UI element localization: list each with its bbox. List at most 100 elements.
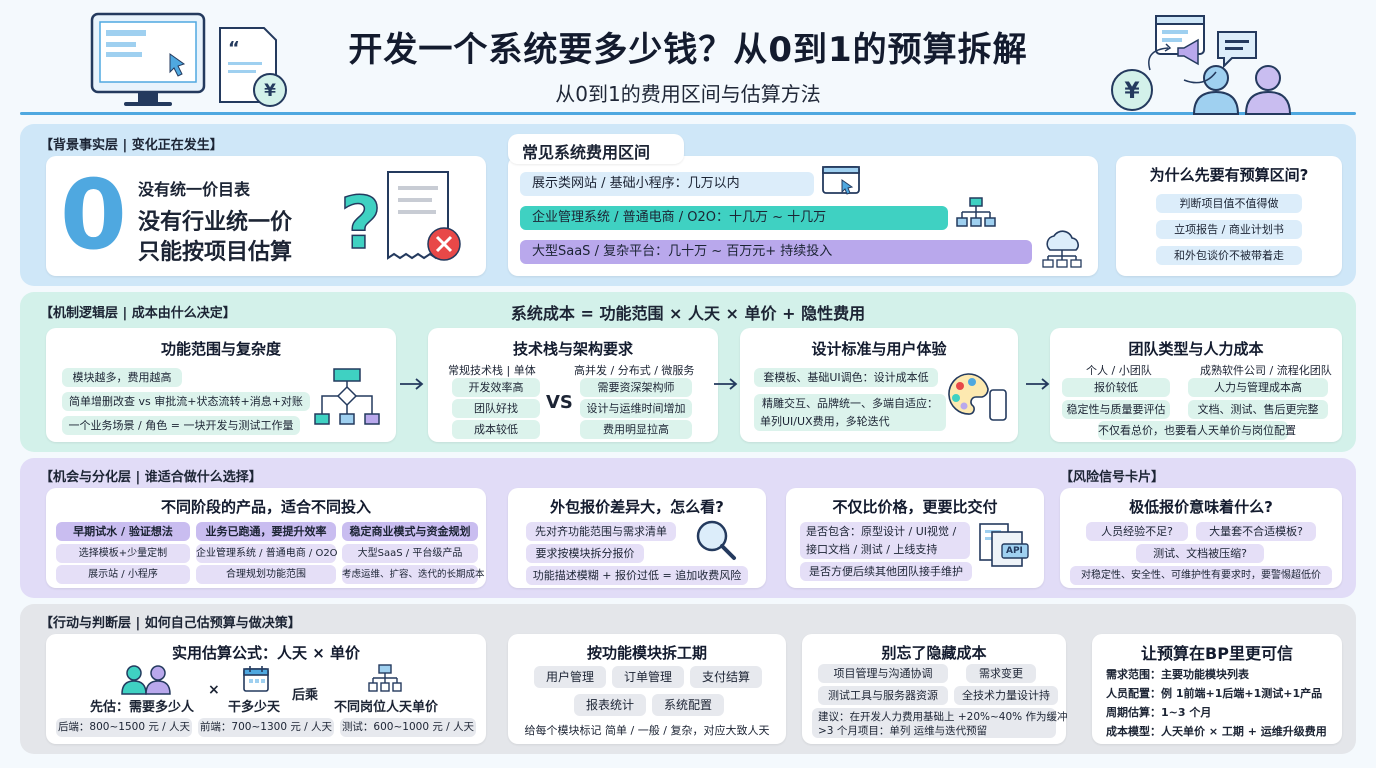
- big-zero: 0: [60, 159, 127, 271]
- hidden-item-0: 项目管理与沟通协调: [818, 664, 948, 683]
- module-order: 订单管理: [612, 666, 684, 688]
- why-budget-title: 为什么先要有预算区间?: [1149, 166, 1309, 184]
- outsource-item-0: 先对齐功能范围与需求清单: [526, 522, 676, 541]
- palette-icon: [948, 373, 1007, 421]
- design-title: 设计标准与用户体验: [811, 340, 947, 358]
- scope-item-1: 简单增删改查 vs 审批流+状态流转+消息+对账: [62, 392, 310, 411]
- stage-card: 不同阶段的产品，适合不同投入 早期试水 / 验证想法 业务已跑通，要提升效率 稳…: [46, 488, 486, 588]
- bp-line-model: 成本模型：人天单价 × 工期 + 运维升级费用: [1106, 725, 1327, 738]
- outsource-item-1: 要求按模块拆分报价: [526, 544, 644, 563]
- vs-label: VS: [546, 392, 573, 413]
- module-title: 按功能模块拆工期: [586, 644, 707, 662]
- tech-left-0: 开发效率高: [452, 378, 540, 397]
- why-item-0: 判断项目值不值得做: [1156, 194, 1302, 213]
- hidden-item-1: 需求变更: [966, 664, 1036, 683]
- tech-left-1: 团队好找: [452, 399, 540, 418]
- stage-r3-0: 展示站 / 小程序: [56, 565, 190, 584]
- bp-budget-card: 让预算在BP里更可信 需求范围：主要功能模块列表 人员配置：例 1前端+1后端+…: [1092, 634, 1342, 744]
- cost-range-title-tab: 常见系统费用区间: [508, 134, 684, 164]
- megaphone-icon: [1177, 38, 1199, 66]
- low-price-title: 极低报价意味着什么?: [1129, 498, 1273, 516]
- tech-right-1: 设计与运维时间增加: [580, 399, 692, 418]
- team-right-head: 成熟软件公司 / 流程化团队: [1200, 364, 1332, 377]
- team-people-icon: [1192, 65, 1292, 115]
- why-item-1: 立项报告 / 商业计划书: [1156, 220, 1302, 239]
- risk-foot: 对稳定性、安全性、可维护性有要求时，要警惕超低价: [1070, 566, 1332, 585]
- org-chart-icon: [956, 197, 996, 227]
- module-config: 系统配置: [652, 694, 724, 716]
- low-price-risk-card: 极低报价意味着什么? 人员经验不足? 大量套不合适模板? 测试、文档被压缩? 对…: [1060, 488, 1342, 588]
- scope-title: 功能范围与复杂度: [160, 340, 281, 358]
- range-basic: 展示类网站 / 基础小程序：几万以内: [520, 172, 814, 196]
- stage-r2-1: 企业管理系统 / 普通电商 / O2O: [196, 544, 338, 563]
- outsource-item-2: 功能描述模糊 + 报价过低 = 追加收费风险: [526, 566, 748, 585]
- design-card: 设计标准与用户体验 套模板、基础UI调色：设计成本低 精雕交互、品牌统一、多端自…: [740, 328, 1018, 442]
- page-title: 开发一个系统要多少钱？从0到1的预算拆解: [348, 30, 1028, 70]
- range-saas: 大型SaaS / 复杂平台：几十万 ~ 百万元+ 持续投入: [520, 240, 1032, 264]
- bp-title: 让预算在BP里更可信: [1141, 644, 1293, 663]
- calendar-icon: [243, 666, 269, 692]
- cloud-network-icon: [1042, 230, 1082, 268]
- stage-r3-2: 考虑运维、扩容、迭代的长期成本: [342, 565, 485, 584]
- stage-head-1: 业务已跑通，要提升效率: [196, 522, 336, 541]
- outsource-quote-card: 外包报价差异大，怎么看? 先对齐功能范围与需求清单 要求按模块拆分报价 功能描述…: [508, 488, 766, 588]
- estimate-people: 先估：需要多少人: [90, 700, 195, 715]
- module-report: 报表统计: [574, 694, 646, 716]
- team-left-head: 个人 / 小团队: [1086, 364, 1152, 377]
- risk-item-1: 大量套不合适模板?: [1196, 522, 1316, 541]
- multiply-sign: ×: [208, 682, 220, 698]
- design-item-2: 单列UI/UX费用，多轮迭代: [754, 412, 946, 431]
- delivery-card: 不仅比价格，更要比交付 是否包含：原型设计 / UI视觉 / 接口文档 / 测试…: [786, 488, 1044, 588]
- layer-tag-opportunity: 【机会与分化层 | 谁适合做什么选择】: [40, 470, 262, 485]
- svg-text:“: “: [228, 38, 240, 59]
- outsource-title: 外包报价差异大，怎么看?: [550, 498, 724, 516]
- layer-tag-background: 【背景事实层 | 变化正在发生】: [40, 138, 223, 153]
- team-left-1: 稳定性与质量要评估: [1062, 400, 1170, 419]
- stage-r3-1: 合理规划功能范围: [196, 565, 336, 584]
- tech-right-0: 需要资深架构师: [580, 378, 692, 397]
- hidden-foot-2: >3 个月项目：单列 运维与迭代预留: [818, 725, 988, 737]
- rate-frontend: 前端：700~1300 元 / 人天: [198, 718, 334, 737]
- flow-arrows-icon: [1148, 43, 1217, 84]
- role-unit-price: 不同岗位人天单价: [334, 700, 439, 715]
- hidden-cost-title: 别忘了隐藏成本: [881, 644, 987, 662]
- layer-tag-action: 【行动与判断层 | 如何自己估预算与做决策】: [40, 616, 301, 631]
- tech-right-head: 高并发 / 分布式 / 微服务: [574, 364, 695, 377]
- rate-backend: 后端：800~1500 元 / 人天: [56, 718, 192, 737]
- risk-item-2: 测试、文档被压缩?: [1136, 544, 1264, 563]
- team-title: 团队类型与人力成本: [1128, 340, 1264, 358]
- computer-icon: [90, 12, 206, 106]
- hidden-item-2: 测试工具与服务器资源: [818, 686, 948, 705]
- yen-coin-icon: ¥: [253, 73, 287, 107]
- then-multiply: 后乘: [292, 688, 319, 703]
- team-left-0: 报价较低: [1062, 378, 1170, 397]
- flowchart-icon: [314, 368, 380, 425]
- svg-text:¥: ¥: [1124, 79, 1140, 104]
- yen-coin-icon-right: ¥: [1111, 69, 1153, 111]
- no-price-list-text: 没有统一价目表: [138, 180, 251, 199]
- bp-line-period: 周期估算：1~3 个月: [1106, 706, 1212, 719]
- bp-line-staff: 人员配置：例 1前端+1后端+1测试+1产品: [1106, 687, 1323, 700]
- delivery-item-0: 是否包含：原型设计 / UI视觉 /: [800, 522, 970, 541]
- risk-item-0: 人员经验不足?: [1086, 522, 1188, 541]
- team-foot: 不仅看总价，也要看人天单价与岗位配置: [1098, 421, 1296, 440]
- page-subtitle: 从0到1的费用区间与估算方法: [555, 82, 821, 106]
- module-foot: 给每个模块标记 简单 / 一般 / 复杂，对应大致人天: [524, 724, 770, 737]
- tech-right-2: 费用明显拉高: [580, 420, 692, 439]
- web-window-icon: [822, 166, 860, 195]
- api-document-icon: [979, 523, 1029, 567]
- scope-item-2: 一个业务场景 / 角色 = 一块开发与测试工作量: [62, 416, 300, 435]
- scope-item-0: 模块越多，费用越高: [62, 368, 182, 387]
- magnifier-icon: [696, 520, 736, 560]
- rate-testing: 测试：600~1000 元 / 人天: [340, 718, 476, 737]
- api-label: API: [1006, 546, 1023, 556]
- stage-head-2: 稳定商业模式与资金规划: [342, 522, 478, 541]
- stage-head-0: 早期试水 / 验证想法: [56, 522, 190, 541]
- design-item-0: 套模板、基础UI调色：设计成本低: [754, 368, 938, 387]
- layer-tag-risk: 【风险信号卡片】: [1060, 470, 1165, 485]
- cost-formula: 系统成本 = 功能范围 × 人天 × 单价 + 隐性费用: [510, 304, 866, 323]
- question-receipt-icon: ?: [339, 171, 461, 266]
- delivery-title: 不仅比价格，更要比交付: [832, 498, 998, 516]
- range-enterprise: 企业管理系统 / 普通电商 / O2O：十几万 ~ 十几万: [520, 206, 948, 230]
- svg-text:¥: ¥: [264, 81, 276, 101]
